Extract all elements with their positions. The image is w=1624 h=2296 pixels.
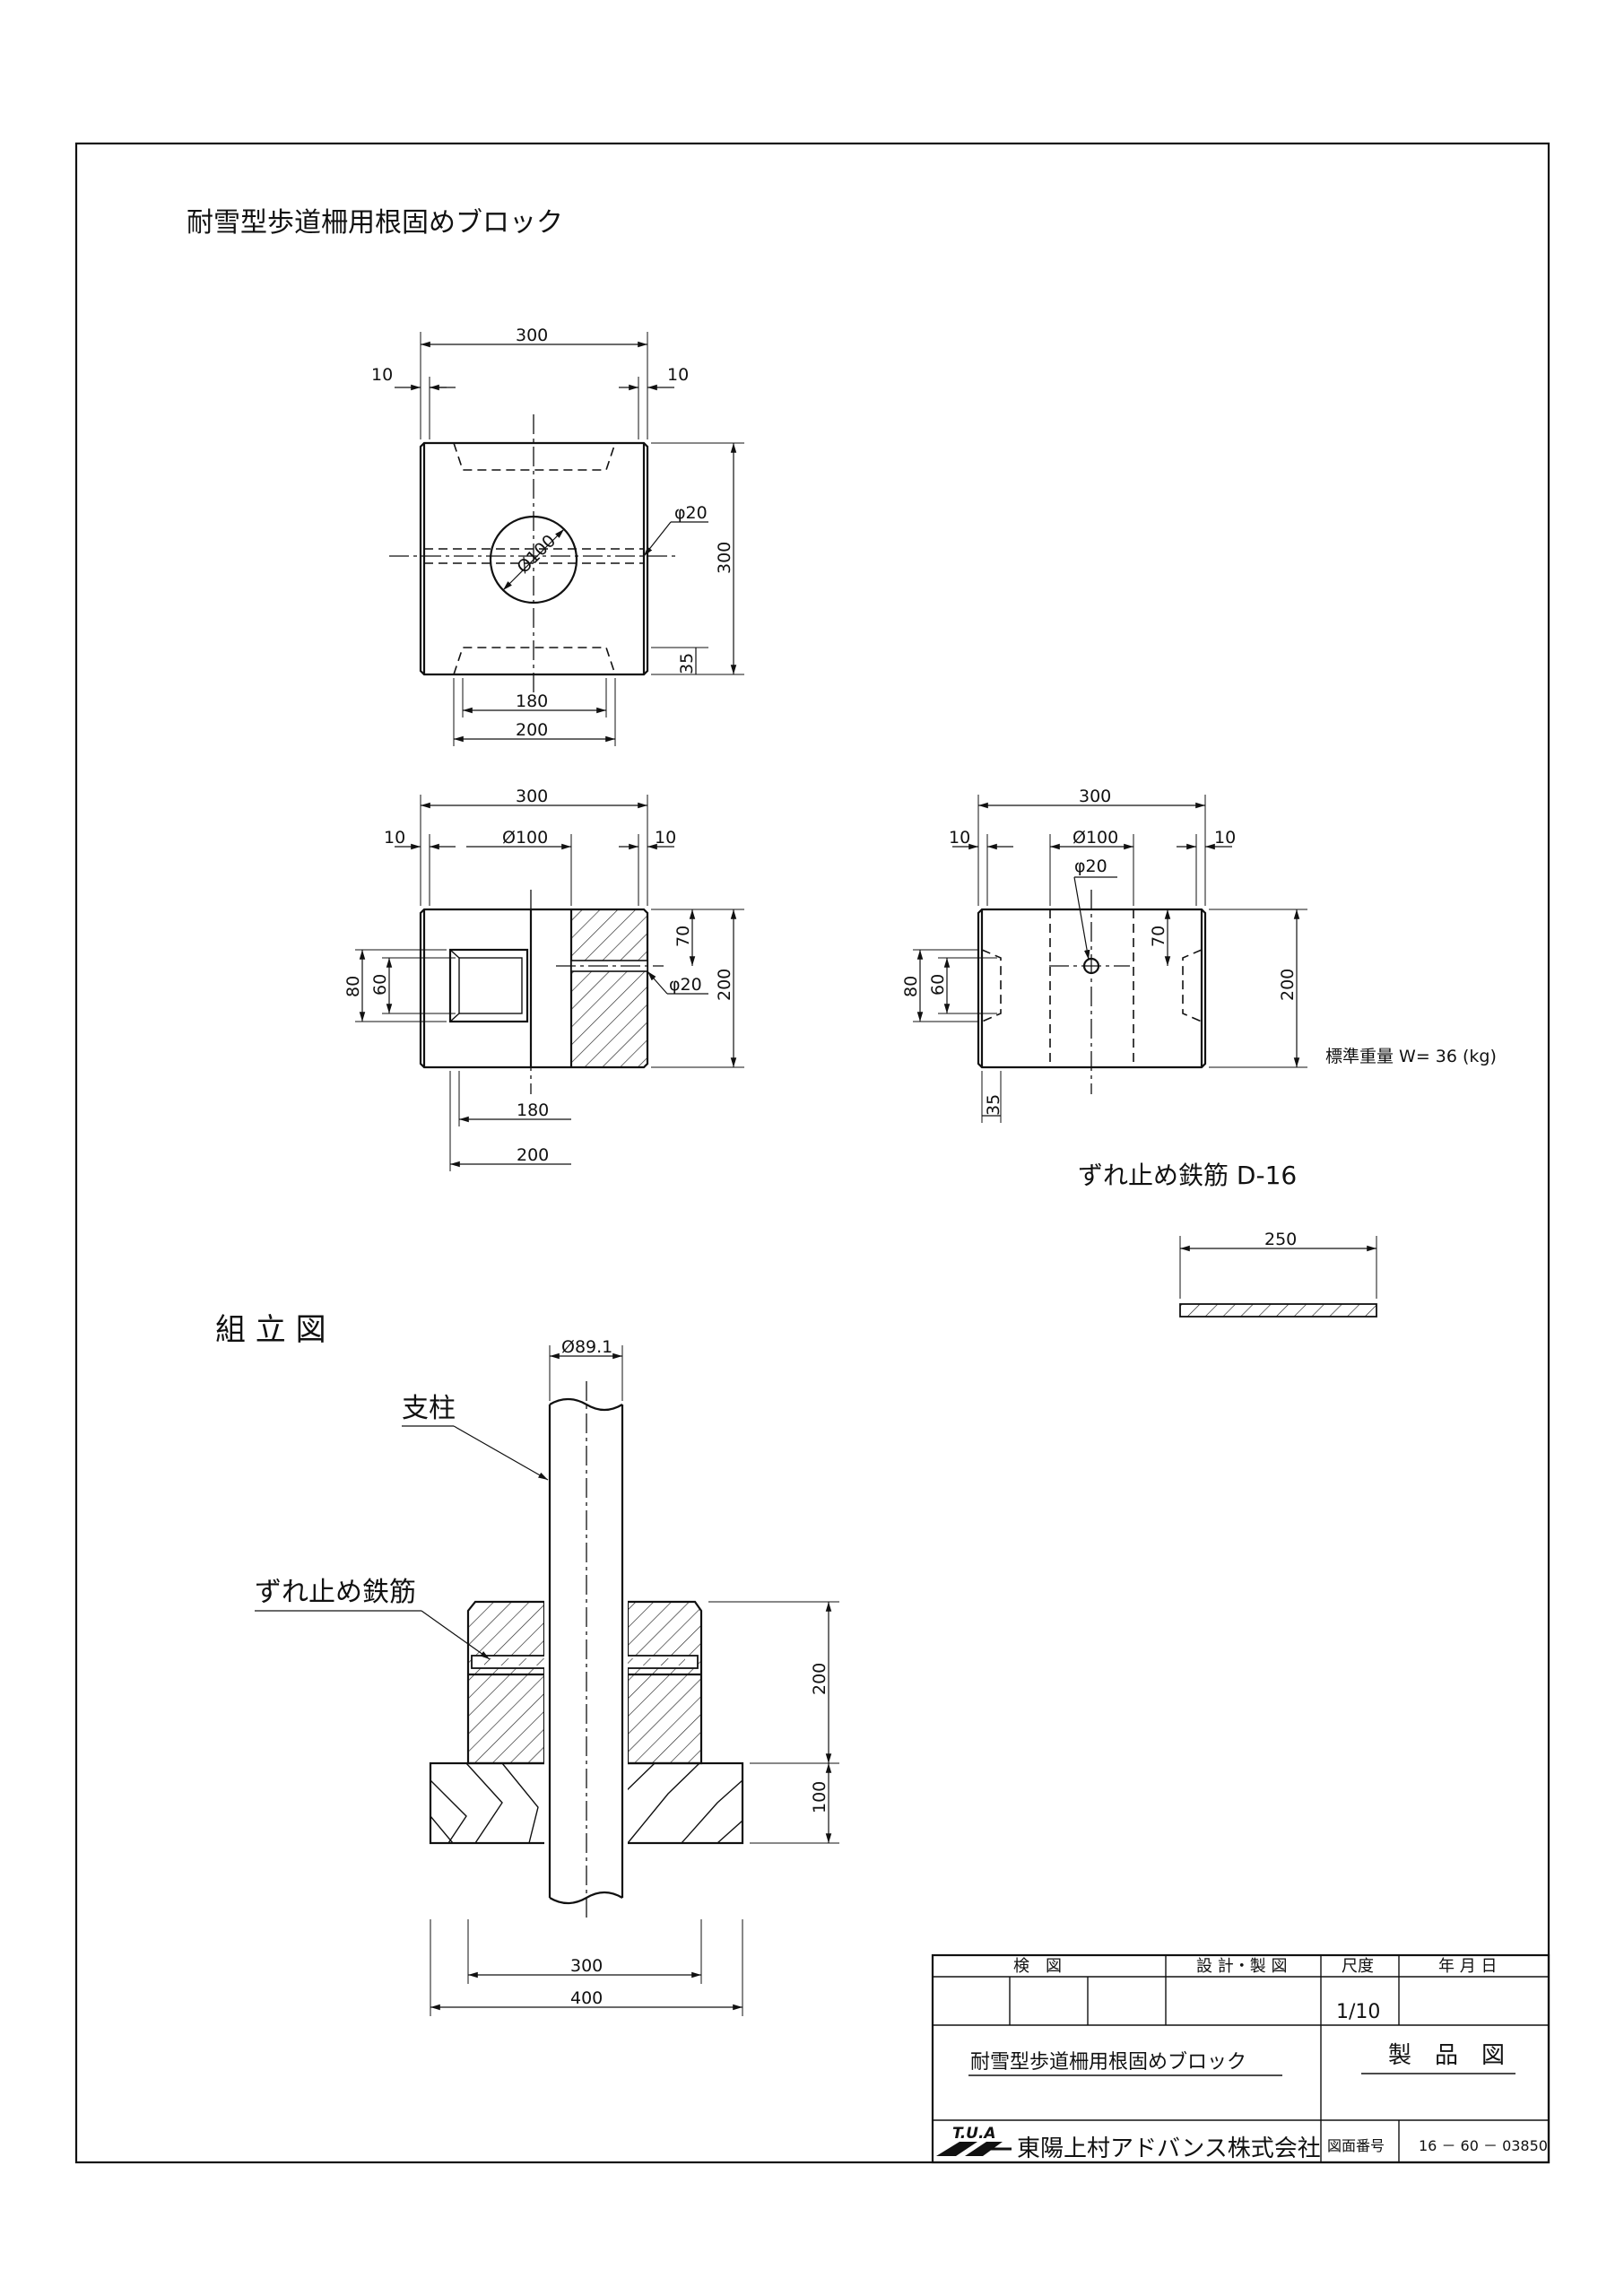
front-180-dim: 180 xyxy=(517,1100,549,1120)
title-block-name: 耐雪型歩道柵用根固めブロック xyxy=(970,2051,1246,2074)
post-label: 支柱 xyxy=(402,1393,456,1424)
scale-value: 1/10 xyxy=(1336,2001,1380,2023)
front-circle-dim: Ø100 xyxy=(502,828,548,848)
date-header: 年 月 日 xyxy=(1438,1957,1497,1976)
plan-left10-dim: 10 xyxy=(371,365,393,385)
front-200-dim: 200 xyxy=(517,1145,549,1165)
plan-180-dim: 180 xyxy=(516,691,548,711)
title-block: 検 図 設 計・製 図 尺度 年 月 日 1/10 耐雪型歩道柵用根固めブロック… xyxy=(931,1953,1550,2164)
assembly-title: 組 立 図 xyxy=(215,1312,326,1348)
rebar-title: ずれ止め鉄筋 D-16 xyxy=(1078,1161,1297,1190)
side-right10-dim: 10 xyxy=(1214,828,1236,848)
logo-text: T.U.A xyxy=(952,2125,996,2143)
side-width-dim: 300 xyxy=(1079,787,1111,806)
assembly-300-dim: 300 xyxy=(570,1956,603,1976)
assembly-100-dim: 100 xyxy=(810,1781,829,1813)
company-logo: T.U.A xyxy=(936,2125,1012,2156)
front-60-dim: 60 xyxy=(370,974,390,996)
assembly-200-dim: 200 xyxy=(810,1663,829,1695)
drawing-kind: 製 品 図 xyxy=(1388,2042,1505,2069)
plan-200-dim: 200 xyxy=(516,720,548,740)
side-left10-dim: 10 xyxy=(949,828,970,848)
design-header: 設 計・製 図 xyxy=(1196,1957,1287,1976)
plan-circle-dim: Ø100 xyxy=(513,531,560,578)
sheet-border xyxy=(74,142,1550,2164)
front-hole-dim: φ20 xyxy=(669,975,702,995)
front-width-dim: 300 xyxy=(516,787,548,806)
front-80-dim: 80 xyxy=(343,976,363,997)
plan-right10-dim: 10 xyxy=(667,365,689,385)
side-35-dim: 35 xyxy=(984,1094,1003,1116)
side-view: 300 10 Ø100 10 φ20 70 200 80 60 xyxy=(901,787,1307,1123)
side-70-dim: 70 xyxy=(1149,926,1168,947)
assembly-rebar-label: ずれ止め鉄筋 xyxy=(255,1577,416,1608)
front-view: 300 10 Ø100 10 70 φ20 200 80 60 xyxy=(343,787,744,1171)
rebar-detail: ずれ止め鉄筋 D-16 250 xyxy=(1078,1161,1377,1318)
front-right10-dim: 10 xyxy=(655,828,676,848)
front-70-dim: 70 xyxy=(673,926,693,947)
assembly-400-dim: 400 xyxy=(570,1988,603,2008)
plan-view: Ø100 φ20 300 10 10 300 35 xyxy=(371,326,744,746)
scale-header: 尺度 xyxy=(1342,1957,1374,1976)
front-left10-dim: 10 xyxy=(384,828,405,848)
standard-weight: 標準重量 W= 36 (kg) xyxy=(1325,1047,1497,1066)
plan-notch-dim: 35 xyxy=(677,653,697,674)
assembly-pipe-dim: Ø89.1 xyxy=(561,1337,612,1357)
drawing-title: 耐雪型歩道柵用根固めブロック xyxy=(187,207,563,239)
inspect-header: 検 図 xyxy=(1013,1957,1062,1976)
front-height-dim: 200 xyxy=(715,969,734,1001)
drawing-number-header: 図面番号 xyxy=(1327,2137,1385,2154)
company-name: 東陽上村アドバンス株式会社 xyxy=(1017,2135,1321,2162)
side-60-dim: 60 xyxy=(928,974,948,996)
side-circle-dim: Ø100 xyxy=(1073,828,1118,848)
plan-width-dim: 300 xyxy=(516,326,548,345)
side-hole-dim: φ20 xyxy=(1074,857,1107,876)
side-80-dim: 80 xyxy=(901,976,921,997)
rebar-length-dim: 250 xyxy=(1264,1230,1297,1249)
side-height-dim: 200 xyxy=(1278,969,1298,1001)
plan-height-dim: 300 xyxy=(715,542,734,574)
assembly-view: 組 立 図 Ø89.1 支柱 ずれ止め鉄筋 xyxy=(215,1312,839,2016)
plan-hole-dim: φ20 xyxy=(674,503,708,523)
drawing-number: 16 － 60 － 03850 xyxy=(1419,2137,1548,2154)
